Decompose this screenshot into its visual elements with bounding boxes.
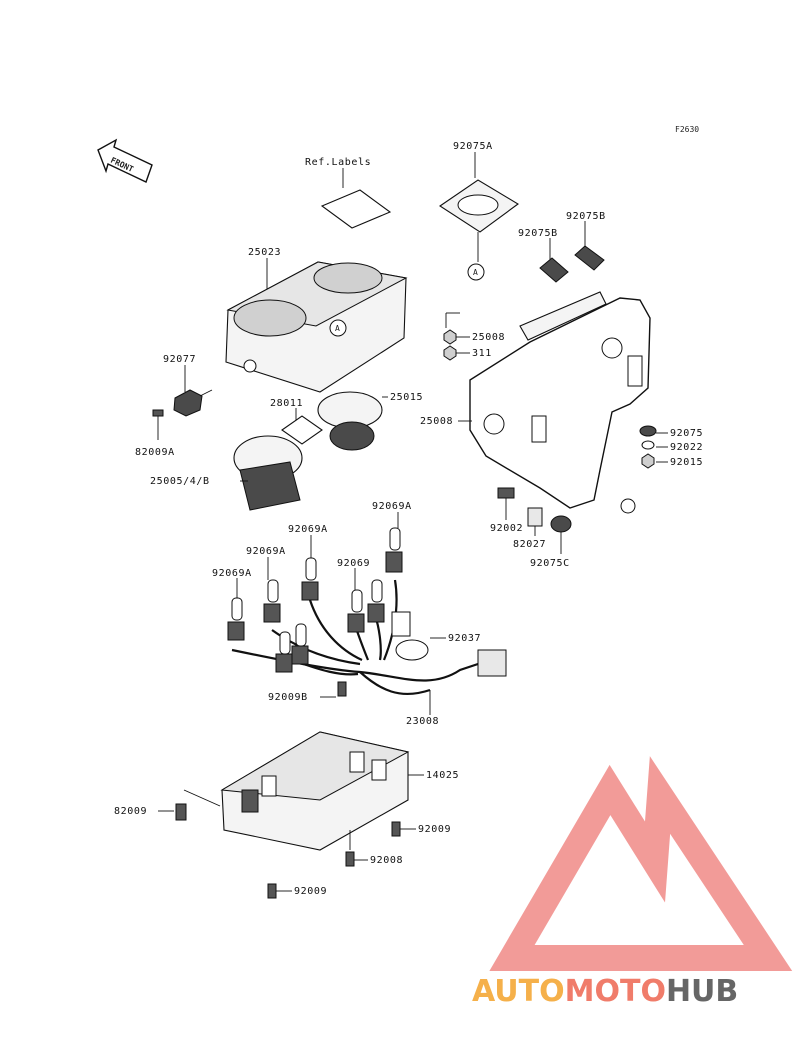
label-25023: 25023 (248, 247, 281, 258)
label-92075b-right: 92075B (566, 211, 606, 222)
label-ref-labels: Ref.Labels (305, 157, 371, 168)
cover-14025 (220, 731, 424, 851)
label-92002: 92002 (490, 523, 523, 534)
label-82009a: 82009A (135, 447, 175, 458)
label-92069a-mid: 92069A (246, 546, 286, 557)
meter-housing-25023: A (225, 258, 408, 393)
label-14025: 14025 (426, 770, 459, 781)
label-92069a-top: 92069A (288, 524, 328, 535)
callout-a-1: A (473, 268, 478, 277)
label-25008-nut: 25008 (472, 332, 505, 343)
knob-92077 (173, 365, 213, 417)
label-25005: 25005/4/B (150, 476, 210, 487)
label-23008: 23008 (406, 716, 439, 727)
grommet-92075b (539, 221, 605, 283)
label-92008: 92008 (370, 855, 403, 866)
label-311: 311 (472, 348, 492, 359)
screw-82009a (152, 409, 164, 440)
grommet-92075a: A (439, 152, 519, 281)
bulb-sockets (227, 512, 403, 673)
label-92075a: 92075A (453, 141, 493, 152)
label-92075c: 92075C (530, 558, 570, 569)
figure-code: F2630 (675, 125, 699, 134)
label-92075: 92075 (670, 428, 703, 439)
callout-a-2: A (335, 324, 340, 333)
label-82009-left: 82009 (114, 806, 147, 817)
meter-unit (233, 391, 388, 511)
label-92069: 92069 (337, 558, 370, 569)
screw-92009b (320, 681, 347, 698)
nuts (443, 312, 470, 361)
label-92075b-left: 92075B (518, 228, 558, 239)
watermark-text: AUTOMOTOHUB (472, 974, 738, 1009)
label-25008-bracket: 25008 (420, 416, 453, 427)
label-92037: 92037 (448, 633, 481, 644)
right-hardware (639, 425, 668, 469)
label-92069a-left: 92069A (212, 568, 252, 579)
label-25015: 25015 (390, 392, 423, 403)
label-82027: 82027 (513, 539, 546, 550)
label-92009-bottom: 92009 (294, 886, 327, 897)
front-arrow-icon: FRONT (97, 138, 153, 183)
bolt-collar-grommet (497, 487, 572, 554)
watermark-logo (489, 756, 793, 971)
cover-screws (158, 789, 416, 899)
bracket-25008 (458, 291, 651, 514)
label-92015: 92015 (670, 457, 703, 468)
label-92077: 92077 (163, 354, 196, 365)
label-28011: 28011 (270, 398, 303, 409)
label-92009-right: 92009 (418, 824, 451, 835)
label-92069a-right: 92069A (372, 501, 412, 512)
label-92022: 92022 (670, 442, 703, 453)
label-92009b: 92009B (268, 692, 308, 703)
ref-labels-sheet (320, 168, 392, 229)
